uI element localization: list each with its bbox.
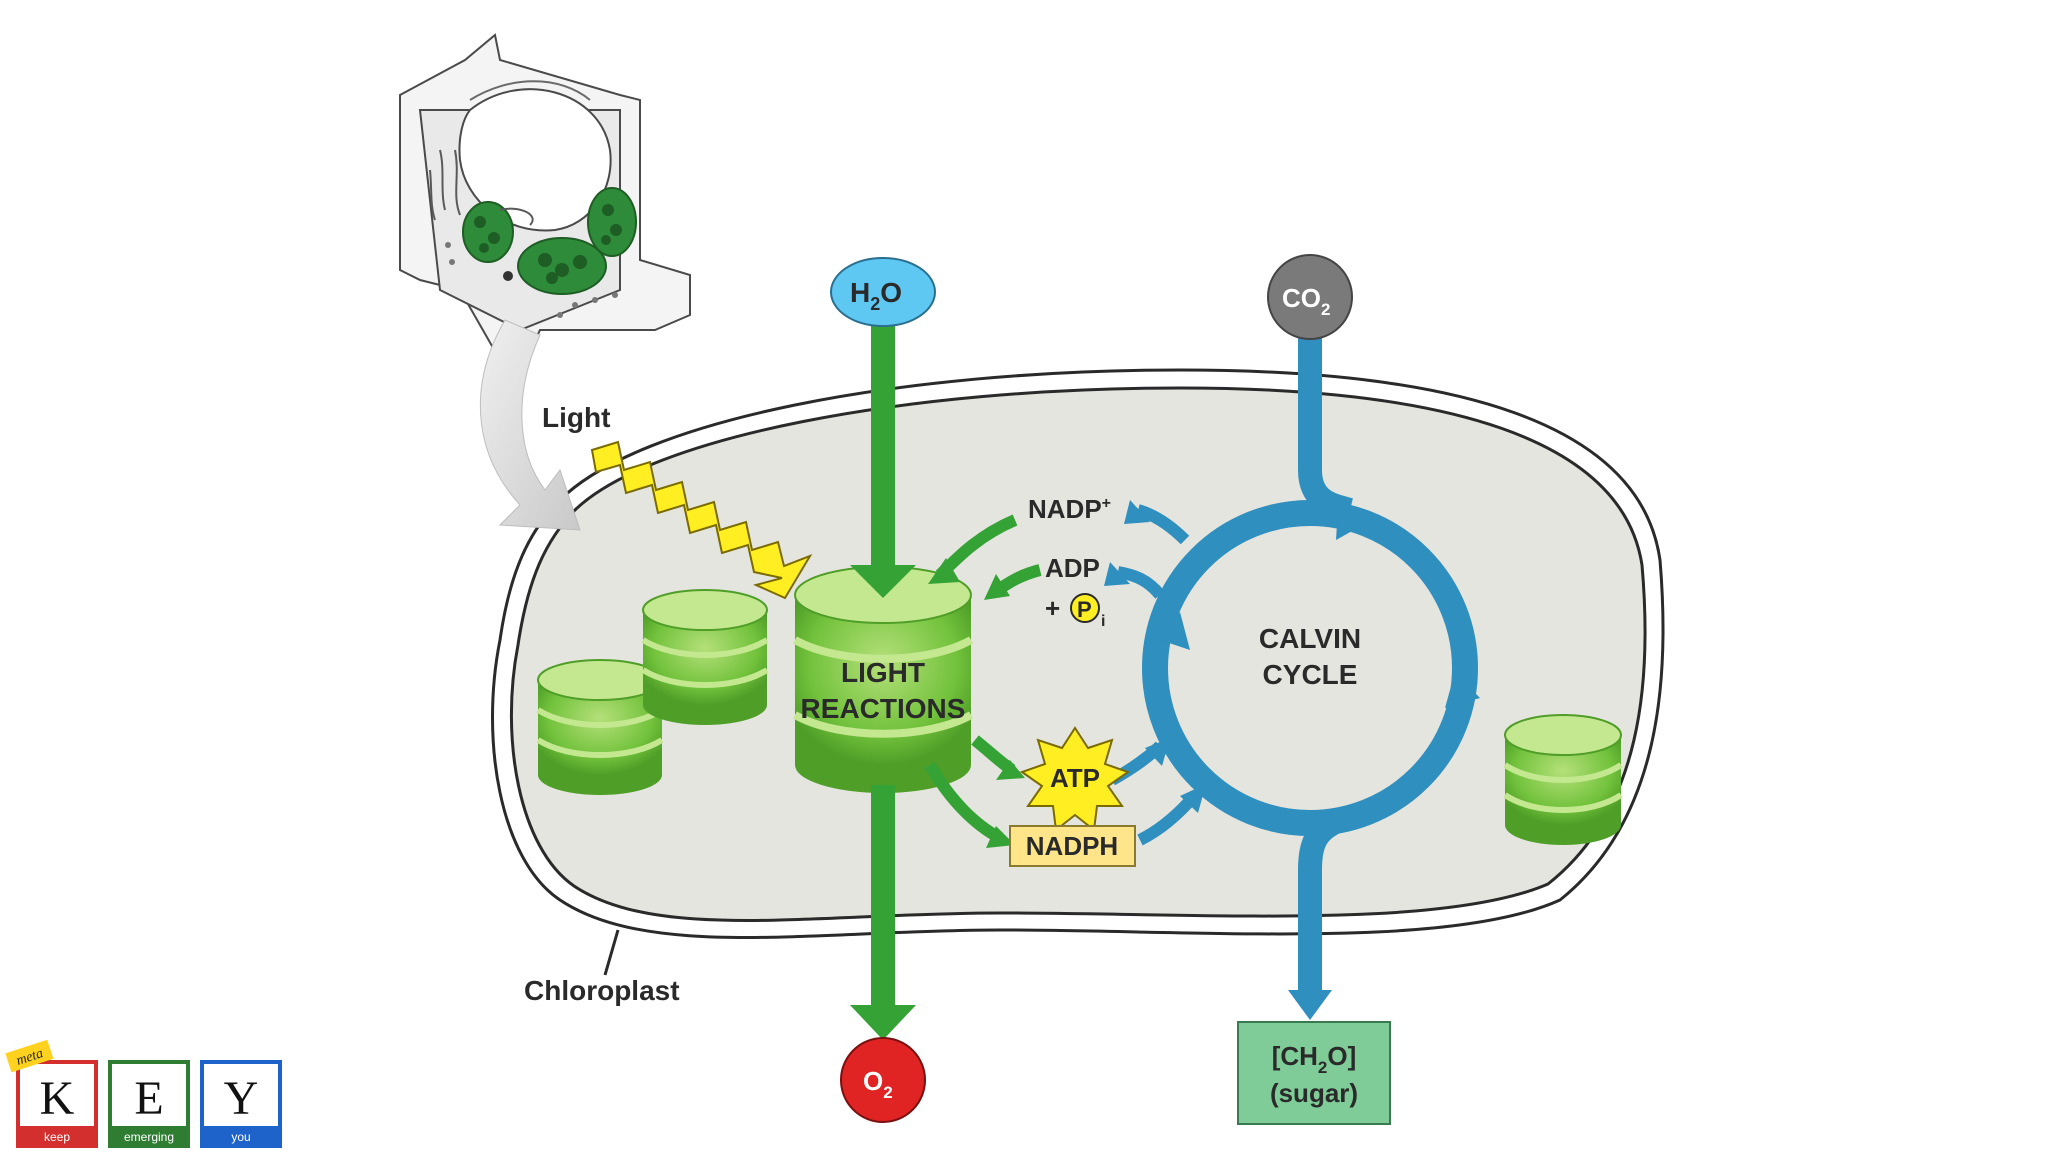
vacuole <box>458 88 612 232</box>
calvin-label-line2: CYCLE <box>1263 659 1358 690</box>
oxygen-output-arrow <box>850 785 916 1040</box>
atp-starburst <box>1019 726 1131 832</box>
logo-tile-k: K keep <box>16 1060 98 1148</box>
calvin-label-line1: CALVIN <box>1259 623 1361 654</box>
calvin-cycle-ring <box>1142 500 1480 836</box>
light-reactions-granum <box>793 566 973 793</box>
granum-right <box>1503 714 1623 845</box>
sugar-label-line1: [CH2O] <box>1272 1041 1357 1077</box>
svg-text:K: K <box>40 1072 75 1125</box>
svg-text:you: you <box>231 1130 250 1144</box>
regeneration-arrows <box>1104 500 1190 599</box>
zoom-arrow <box>479 319 581 531</box>
light-reactions-label-line1: LIGHT <box>841 657 925 688</box>
co2-label: CO2 <box>1282 283 1330 319</box>
granum-left <box>536 589 769 795</box>
chloroplast-label: Chloroplast <box>524 975 680 1006</box>
recycled-inputs-arrows <box>928 514 1042 600</box>
logo-tile-e: E emerging <box>108 1060 190 1148</box>
adp-label: ADP <box>1045 553 1100 583</box>
plant-cell-illustration <box>399 33 691 531</box>
nadph-box <box>1009 825 1136 867</box>
nadph-label: NADPH <box>1026 831 1118 861</box>
o2-node <box>840 1037 926 1123</box>
co2-node <box>1267 254 1353 340</box>
water-label: H2O <box>850 277 902 314</box>
svg-text:E: E <box>134 1072 163 1125</box>
sugar-output-arrow <box>1288 808 1345 1020</box>
light-products-arrows <box>924 735 1025 848</box>
chloroplast-small-1 <box>462 201 514 263</box>
sugar-box <box>1237 1021 1391 1125</box>
sugar-label-line2: (sugar) <box>1270 1078 1358 1108</box>
logo-meta-tag: meta <box>5 1039 54 1073</box>
light-bolt <box>590 440 813 600</box>
plus-label: + <box>1045 593 1060 623</box>
atp-label: ATP <box>1050 763 1100 793</box>
svg-text:emerging: emerging <box>124 1130 174 1144</box>
o2-label: O2 <box>863 1066 893 1102</box>
chloroplast-small-3 <box>587 187 637 257</box>
svg-text:Y: Y <box>224 1072 259 1125</box>
water-node <box>830 257 936 327</box>
phosphate-label: P <box>1077 597 1092 622</box>
light-label: Light <box>542 402 610 433</box>
phosphate-circle <box>1070 593 1100 623</box>
chloroplast-pointer <box>603 929 620 976</box>
key-logo: K keep E emerging Y you meta <box>5 1039 282 1148</box>
nadp-plus-label: NADP+ <box>1028 494 1111 524</box>
phosphate-sub-label: i <box>1101 613 1105 630</box>
logo-tile-y: Y you <box>200 1060 282 1148</box>
water-input-arrow <box>850 325 916 598</box>
svg-text:keep: keep <box>44 1130 70 1144</box>
light-reactions-label-line2: REACTIONS <box>801 693 966 724</box>
